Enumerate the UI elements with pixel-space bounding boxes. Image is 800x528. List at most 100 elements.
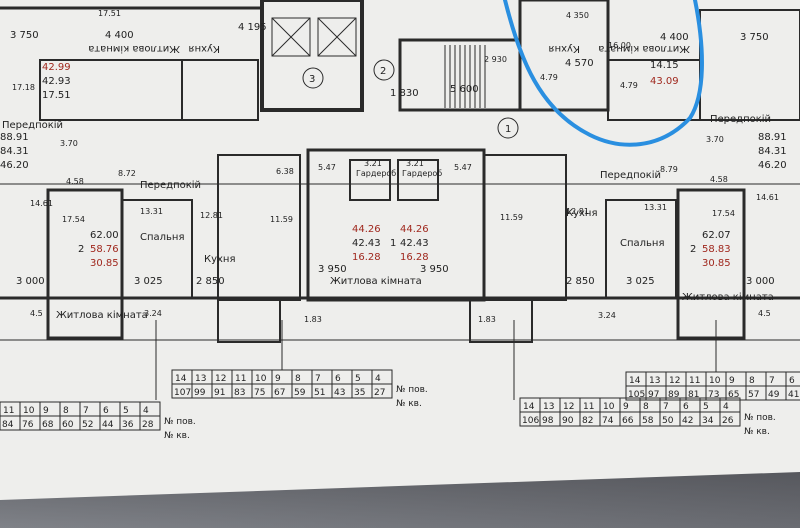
table-floor-number: 5 (355, 374, 361, 384)
table-floor-number: 11 (235, 374, 246, 384)
table-cell (371, 383, 393, 399)
table-apartment-number: 41 (788, 390, 799, 400)
top-dim-2: 4 400 (105, 30, 134, 41)
table-apartment-number: 107 (174, 388, 191, 398)
stair-dim-6: 4.79 (620, 81, 638, 90)
stair-dim-3: 2 930 (484, 55, 507, 64)
table-apartment-number: 34 (702, 416, 714, 426)
table-apartment-number: 84 (2, 420, 14, 430)
table-apartment-number: 57 (748, 390, 759, 400)
lift-shafts (271, 17, 519, 139)
table-left: № пов.№ кв.14107139912911183107596785975… (171, 369, 428, 409)
apt-c-kitchen: Кухня (566, 208, 598, 219)
table-apartment-number: 90 (562, 416, 574, 426)
table-header-apt: № кв. (396, 399, 422, 409)
top-dim-3: 17.51 (98, 9, 121, 18)
apt-c-a3: 11.59 (500, 213, 523, 222)
apt-b-area-total-2: 44.26 (400, 224, 429, 235)
top-area-4: 43.09 (650, 76, 679, 87)
outer-walls (0, 0, 800, 343)
stair-dim-2: 5 600 (450, 84, 479, 95)
table-apartment-number: 73 (708, 390, 719, 400)
table-apartment-number: 68 (42, 420, 54, 430)
table-apartment-number: 66 (622, 416, 634, 426)
table-floor-number: 10 (709, 376, 721, 386)
bottom-mark-4: 4.5 (758, 309, 771, 318)
table-floor-number: 8 (63, 406, 69, 416)
table-floor-number: 9 (43, 406, 49, 416)
top-area-5: 14.15 (650, 60, 679, 71)
table-floor-number: 8 (749, 376, 755, 386)
apt-a-a4: 17.54 (62, 215, 85, 224)
table-apartment-number: 58 (642, 416, 654, 426)
apt-a-w3: 2 850 (196, 276, 225, 287)
right-col-4: 3.70 (706, 135, 724, 144)
table-apartment-number: 67 (274, 388, 285, 398)
right-col-3: 46.20 (758, 160, 787, 171)
apt-c-a4: 17.54 (712, 209, 735, 218)
table-apartment-number: 28 (142, 420, 154, 430)
apartment-a: Житлова кімната Спальня Кухня 62.00 58.7… (16, 169, 293, 321)
table-apartment-number: 49 (768, 390, 780, 400)
table-floor-number: 14 (523, 402, 535, 412)
table-floor-number: 4 (143, 406, 149, 416)
apt-a-a2: 12.81 (200, 211, 223, 220)
table-floor-number: 13 (649, 376, 660, 386)
stair-label-1: 1 (505, 124, 511, 135)
table-floor-number: 6 (683, 402, 689, 412)
apt-a-w1: 3 000 (16, 276, 45, 287)
table-floor-number: 6 (789, 376, 795, 386)
stair-dim-4: 4 350 (566, 11, 589, 20)
table-apartment-number: 83 (234, 388, 245, 398)
table-apartment-number: 74 (602, 416, 614, 426)
apt-c-w3: 2 850 (566, 276, 595, 287)
table-apartment-number: 98 (542, 416, 554, 426)
right-column: 88.91 84.31 46.20 3.70 14.61 (706, 132, 787, 202)
apt-a-a6: 8.72 (118, 169, 136, 178)
table-floor-number: 4 (375, 374, 381, 384)
apt-b-area-total: 44.26 (352, 224, 381, 235)
top-dim-8: 3 750 (740, 32, 769, 43)
table-apartment-number: 27 (374, 388, 385, 398)
left-col-4: 3.70 (60, 139, 78, 148)
top-area-3: 17.51 (42, 90, 71, 101)
table-apartment-number: 82 (582, 416, 593, 426)
apt-c-rooms-count: 2 (690, 244, 696, 255)
table-apartment-number: 50 (662, 416, 674, 426)
blue-marker-stroke (503, 0, 704, 147)
apt-b-area-kitchen-2: 16.28 (400, 252, 429, 263)
top-room-3: Житлова кімната (598, 43, 690, 55)
table-apartment-number: 75 (254, 388, 265, 398)
table-floor-number: 7 (769, 376, 775, 386)
table-floor-number: 4 (723, 402, 729, 412)
apt-b-garderob-2: Гардероб (402, 169, 442, 178)
table-floor-number: 7 (663, 402, 669, 412)
apt-b-a2-2: 3.21 (406, 159, 424, 168)
left-col-5: 14.61 (30, 199, 53, 208)
table-floor-number: 11 (3, 406, 14, 416)
table-floor-number: 14 (629, 376, 641, 386)
left-col-2: 84.31 (0, 146, 29, 157)
table-header-floor: № пов. (744, 413, 776, 423)
table-apartment-number: 91 (214, 388, 225, 398)
table-center: № пов.№ кв.14106139812901182107496685875… (519, 397, 776, 437)
apartment-c: Житлова кімната Спальня Кухня 62.07 58.8… (500, 165, 775, 320)
table-floor-number: 12 (215, 374, 226, 384)
right-col-1: 88.91 (758, 132, 787, 143)
stair-label-3: 3 (309, 74, 315, 85)
table-header-apt: № кв. (744, 427, 770, 437)
stair-label-2: 2 (380, 66, 386, 77)
corridor-label-right2: Передпокій (600, 169, 661, 181)
table-apartment-number: 52 (82, 420, 93, 430)
table-floor-number: 13 (195, 374, 206, 384)
table-floor-number: 12 (563, 402, 574, 412)
right-col-5: 14.61 (756, 193, 779, 202)
apt-c-a2: 12.81 (566, 207, 589, 216)
table-apartment-number: 26 (722, 416, 734, 426)
table-apartment-number: 35 (354, 388, 365, 398)
table-floor-number: 11 (689, 376, 700, 386)
top-rooms: Житлова кімната Кухня Житлова кімната Ку… (10, 9, 769, 101)
top-dim-4: 4 195 (238, 22, 267, 33)
top-dim-6: 4 570 (565, 58, 594, 69)
